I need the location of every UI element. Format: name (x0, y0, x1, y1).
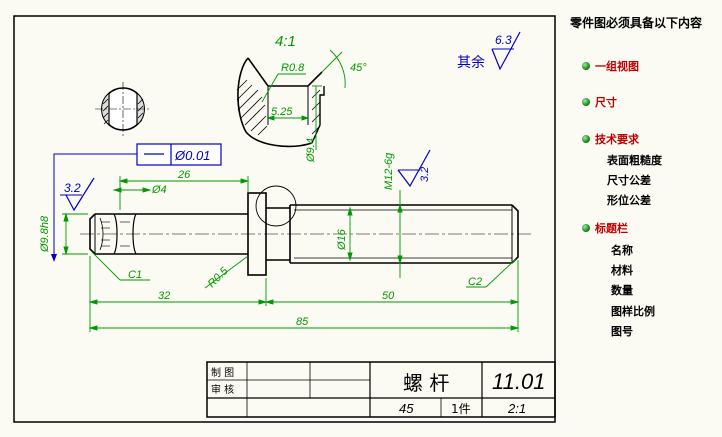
titleblock-item: 名称 (611, 244, 633, 257)
section-technical-label: 技术要求 (595, 133, 639, 146)
drawing-frame (13, 15, 556, 423)
roughness-thread: 3.2 (397, 149, 431, 188)
scale-label: 4:1 (275, 33, 296, 50)
titleblock-item: 数量 (611, 284, 633, 297)
roughness-left: 3.2 (60, 177, 95, 212)
section-view (95, 82, 151, 136)
roughness-left-value: 3.2 (64, 181, 81, 195)
surface-roughness-rest: 其余 6.3 (457, 31, 521, 71)
tech-item: 表面粗糙度 (607, 154, 662, 167)
section-technical: 技术要求 (582, 131, 639, 147)
shaft-dimensions (62, 176, 520, 332)
titleblock-item: 材料 (611, 264, 633, 277)
unit: 1件 (451, 402, 471, 416)
section-views: 一组视图 (582, 58, 639, 74)
bullet-icon (582, 224, 590, 232)
bullet-icon (582, 98, 590, 106)
dim-r08: R0.8 (281, 62, 305, 74)
tolerance-value: Ø0.01 (174, 148, 210, 163)
dim-d94: Ø9.4 (305, 138, 317, 163)
part-name: 螺 杆 (403, 371, 449, 395)
section-titleblock-label: 标题栏 (595, 222, 628, 235)
titleblock-item: 图样比例 (611, 305, 655, 318)
drawing-number: 11.01 (492, 369, 545, 394)
section-views-label: 一组视图 (595, 60, 639, 73)
shaft-main-view (80, 185, 532, 276)
dim-r05: R0.5 (206, 265, 232, 291)
dim-c1: C1 (128, 269, 142, 281)
dim-45deg: 45° (350, 62, 367, 74)
dim-85: 85 (296, 316, 309, 328)
section-titleblock: 标题栏 (582, 220, 628, 236)
title-block (206, 361, 556, 418)
dim-m12: M12-6g (383, 152, 395, 190)
check-label: 审 核 (211, 383, 234, 396)
dim-32: 32 (158, 290, 170, 302)
geometric-tolerance: Ø0.01 (51, 143, 222, 262)
rest-text: 其余 (457, 54, 485, 71)
dim-c2: C2 (468, 276, 482, 288)
dim-26: 26 (177, 169, 191, 181)
section-dimensions: 尺寸 (582, 94, 617, 110)
scale-ratio: 2:1 (507, 401, 526, 416)
dim-d4: Ø4 (151, 184, 167, 196)
tech-item: 形位公差 (607, 194, 651, 207)
dim-50: 50 (382, 290, 395, 302)
dim-d16: Ø16 (336, 228, 348, 251)
sidebar-title: 零件图必须具备以下内容 (570, 16, 703, 30)
quantity: 45 (399, 401, 414, 416)
tech-item: 尺寸公差 (607, 174, 651, 187)
section-dimensions-label: 尺寸 (595, 96, 617, 109)
roughness-thread-value: 3.2 (419, 167, 431, 182)
bullet-icon (582, 62, 590, 70)
bullet-icon (582, 135, 590, 143)
rest-roughness-value: 6.3 (495, 33, 512, 47)
dim-d98h8: Ø9.8h8 (39, 215, 51, 253)
draw-label: 制 图 (211, 366, 234, 379)
dim-525: 5.25 (271, 106, 293, 118)
titleblock-item: 图号 (611, 325, 633, 338)
detail-view: 4:1 R0.8 45° 5.25 Ø9.4 (236, 33, 367, 163)
